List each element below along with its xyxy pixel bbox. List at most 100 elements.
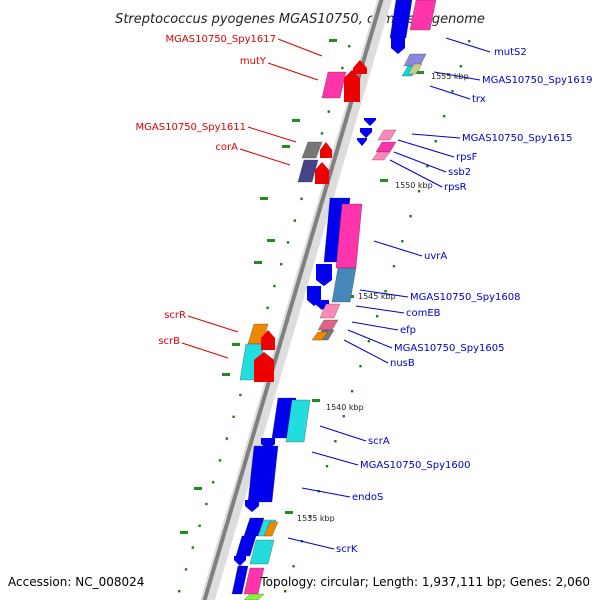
leader-line (393, 151, 447, 173)
gene-arrow (357, 138, 367, 146)
track-dot-right (417, 190, 421, 193)
gene-arrow (360, 128, 372, 138)
gene-label-right: nusB (390, 358, 415, 369)
gene-arrow (254, 352, 274, 382)
gene-arrow (315, 162, 329, 184)
track-dot-right (367, 340, 371, 343)
tick-mark (254, 261, 262, 264)
track-dot-right (292, 565, 295, 568)
track-dot-right (434, 140, 437, 143)
track-dot-left (212, 481, 215, 484)
leader-line (311, 451, 359, 466)
gene-label-left: scrB (158, 336, 180, 347)
gene-block (407, 63, 423, 75)
track-dot-left (225, 437, 228, 440)
gene-block (331, 267, 357, 303)
leader-line (187, 315, 239, 333)
track-dot-left (205, 502, 208, 506)
tick-mark (267, 239, 275, 242)
tick-mark (312, 399, 320, 402)
gene-label-left: MGAS10750_Spy1611 (136, 122, 246, 133)
track-dot-left (286, 241, 290, 244)
track-dot-right (442, 115, 446, 118)
gene-block (311, 331, 329, 341)
track-dot-left (178, 590, 181, 593)
kbp-marker: 1550 kbp (395, 181, 433, 190)
gene-label-right: trx (472, 94, 486, 105)
gene-label-right: MGAS10750_Spy1619 (482, 75, 592, 86)
gene-label-right: MGAS10750_Spy1605 (394, 343, 504, 354)
track-dot-left (341, 66, 344, 70)
tick-mark (180, 531, 188, 534)
tick-mark (292, 119, 300, 122)
tick-mark (329, 39, 337, 42)
leader-line (239, 148, 291, 166)
leader-line (433, 71, 481, 81)
track-dot-left (273, 284, 276, 288)
gene-block (285, 399, 311, 443)
tick-mark (282, 145, 290, 148)
track-dot-right (325, 465, 329, 468)
leader-line (355, 305, 405, 314)
track-dot-left (232, 415, 235, 418)
track-dot-right (384, 290, 387, 293)
gene-label-right: mutS2 (494, 47, 527, 58)
gene-arrow (344, 70, 360, 102)
gene-label-right: MGAS10750_Spy1608 (410, 292, 520, 303)
gene-block (249, 539, 275, 565)
track-dot-left (218, 459, 222, 462)
leader-line (277, 38, 323, 57)
track-dot-right (426, 165, 429, 168)
gene-label-right: scrA (368, 436, 390, 447)
track-dots (178, 40, 471, 593)
gene-arrow (261, 330, 275, 350)
gene-label-right: ssb2 (448, 167, 471, 178)
track-dot-left (184, 568, 188, 571)
gene-label-right: comEB (406, 308, 441, 319)
tick-mark (232, 343, 240, 346)
gene-label-right: MGAS10750_Spy1600 (360, 460, 470, 471)
track-dot-left (348, 45, 351, 48)
accession-text: Accession: NC_008024 (8, 575, 144, 589)
gene-label-right: endoS (352, 492, 383, 503)
topology-text: Topology: circular; Length: 1,937,111 bp… (259, 575, 590, 589)
gene-label-left: scrR (164, 310, 186, 321)
leader-line (247, 126, 297, 143)
track-dot-right (334, 440, 337, 443)
gene-label-left: mutY (240, 56, 267, 67)
gene-label-right: scrK (336, 544, 358, 555)
leader-line (343, 339, 389, 364)
gene-arrow (353, 60, 367, 74)
leader-line (397, 139, 455, 158)
gene-block (247, 445, 279, 503)
gene-arrow (364, 118, 376, 126)
gene-block (231, 565, 249, 595)
kbp-marker: 1545 kbp (358, 292, 396, 301)
track-dot-left (327, 110, 330, 113)
gene-label-right: rpsR (444, 182, 467, 193)
gene-block (235, 535, 257, 557)
gene-features (231, 0, 437, 600)
track-dot-left (191, 546, 194, 549)
gene-block (377, 129, 397, 141)
gene-block (317, 319, 339, 331)
leader-line (429, 85, 471, 100)
kbp-marker: 1540 kbp (326, 403, 364, 412)
leader-line (319, 425, 367, 442)
gene-block (263, 521, 279, 537)
gene-arrow (320, 142, 332, 158)
tick-mark (260, 197, 268, 200)
gene-label-right: efp (400, 325, 416, 336)
gene-label-right: MGAS10750_Spy1615 (462, 133, 572, 144)
leader-line (267, 62, 319, 81)
kbp-marker: 1555 kbp (431, 72, 469, 81)
leader-line (347, 329, 393, 349)
track-dot-left (280, 263, 283, 266)
gene-label-right: rpsF (456, 152, 478, 163)
track-dot-left (300, 197, 303, 200)
track-dot-left (239, 393, 242, 397)
kbp-marker: 1535 kbp (297, 514, 335, 523)
track-dot-right (350, 390, 354, 393)
tick-mark (285, 511, 293, 514)
track-dot-right (392, 265, 396, 268)
